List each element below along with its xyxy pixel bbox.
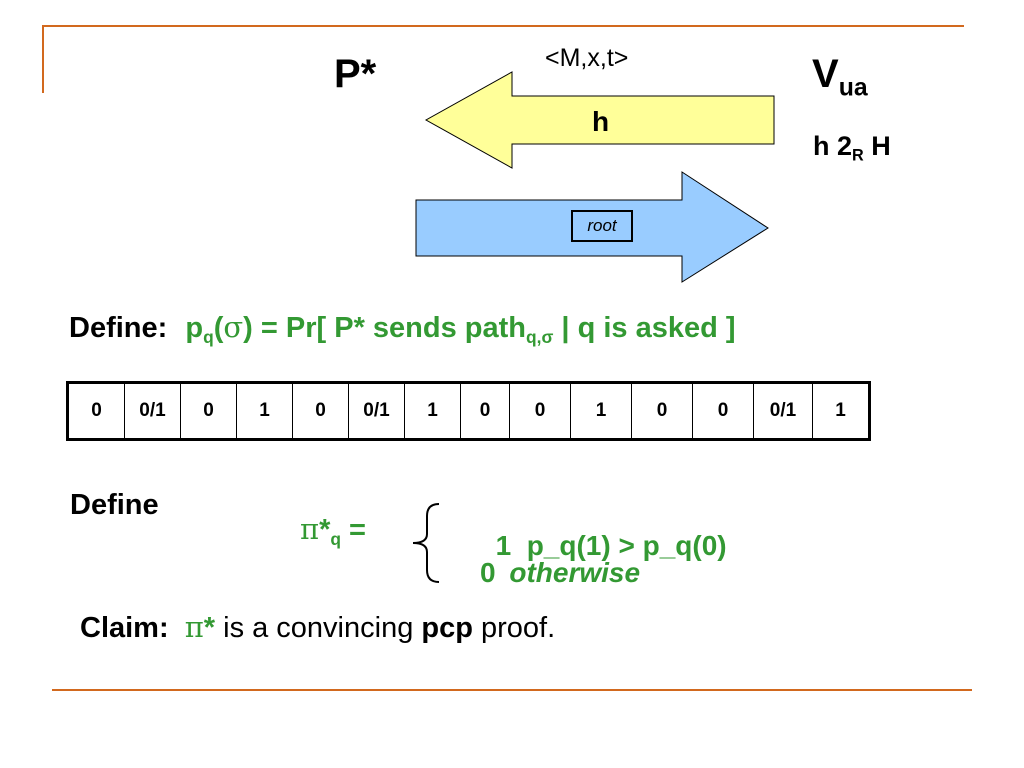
formula-end: | q is asked ] [553,312,736,344]
hash-line-post: H [863,131,891,161]
bit-cell: 0 [460,382,510,440]
claim-line: Claim: π* is a convincing pcp proof. [80,610,555,645]
formula-q-sub: q [203,327,214,348]
arrow-h-text: h [592,106,610,137]
pi-symbol: π [300,512,320,546]
equals-sign: = [340,514,366,546]
root-text: root [587,216,617,235]
claim-pi-star: π* [184,610,216,644]
bit-cell: 0/1 [753,382,813,440]
bit-cell: 0 [509,382,571,440]
define-2-label: Define [70,489,159,522]
hash-line: h 2R H [813,131,891,166]
bit-cell: 0 [631,382,693,440]
case-2-word: otherwise [509,557,641,588]
define-line-1: Define: pq(σ) = Pr[ P* sends pathq,σ | q… [69,310,736,348]
bit-cell: 0 [692,382,754,440]
prover-text: P* [334,52,377,96]
formula-mid: ) = Pr[ P* sends path [243,312,526,344]
top-rule [42,25,964,27]
bit-cell: 0 [180,382,237,440]
message-text: <M,x,t> [545,44,629,72]
formula-sigma: σ [223,310,244,344]
formula-path-sub: q,σ [526,327,554,348]
bit-cell: 1 [236,382,293,440]
bits-table: 0 0/1 0 1 0 0/1 1 0 0 1 0 0 0/1 1 [66,381,871,441]
left-arrow-yellow [424,71,775,169]
bit-cell: 0 [67,382,125,440]
root-box: root [571,210,633,242]
hash-line-pre: h 2 [813,131,853,161]
star-symbol: * [319,514,331,546]
define-2-text: Define [70,489,159,521]
claim-pi: π [184,610,204,644]
claim-text-2: proof. [472,612,556,644]
pi-star-definition: π*q = [300,512,366,550]
case-2: 0 otherwise [480,557,640,589]
case-brace [412,503,440,583]
bits-row: 0 0/1 0 1 0 0/1 1 0 0 1 0 0 0/1 1 [67,382,870,440]
hash-line-sub: R [852,146,864,165]
verifier-text: V [812,52,839,96]
bit-cell: 1 [404,382,461,440]
claim-label: Claim: [80,612,169,644]
define-1-formula: pq(σ) = Pr[ P* sends pathq,σ | q is aske… [185,310,736,348]
bit-cell: 0 [292,382,349,440]
bit-cell: 0/1 [348,382,405,440]
verifier-sub: ua [838,74,868,102]
bit-cell: 1 [812,382,870,440]
bit-cell: 0/1 [124,382,181,440]
claim-star: * [203,612,216,644]
bottom-rule [52,689,972,691]
case-1-text: 1 p_q(1) > p_q(0) [495,530,727,561]
formula-p: p [185,312,204,344]
verifier-label: Vua [812,52,868,103]
claim-pcp: pcp [421,612,473,644]
case-2-num: 0 [480,557,496,588]
arrows-diagram [415,71,775,283]
arrow-h-label: h [592,106,609,138]
prover-label: P* [334,52,376,97]
formula-open: ( [213,312,224,344]
claim-text-1: is a convincing [215,612,422,644]
define-1-label: Define: [69,312,168,344]
pi-q-sub: q [330,529,341,550]
message-label: <M,x,t> [545,44,628,73]
case-1: 1 p_q(1) > p_q(0) [480,498,727,562]
bit-cell: 1 [570,382,632,440]
left-rule [42,25,44,93]
